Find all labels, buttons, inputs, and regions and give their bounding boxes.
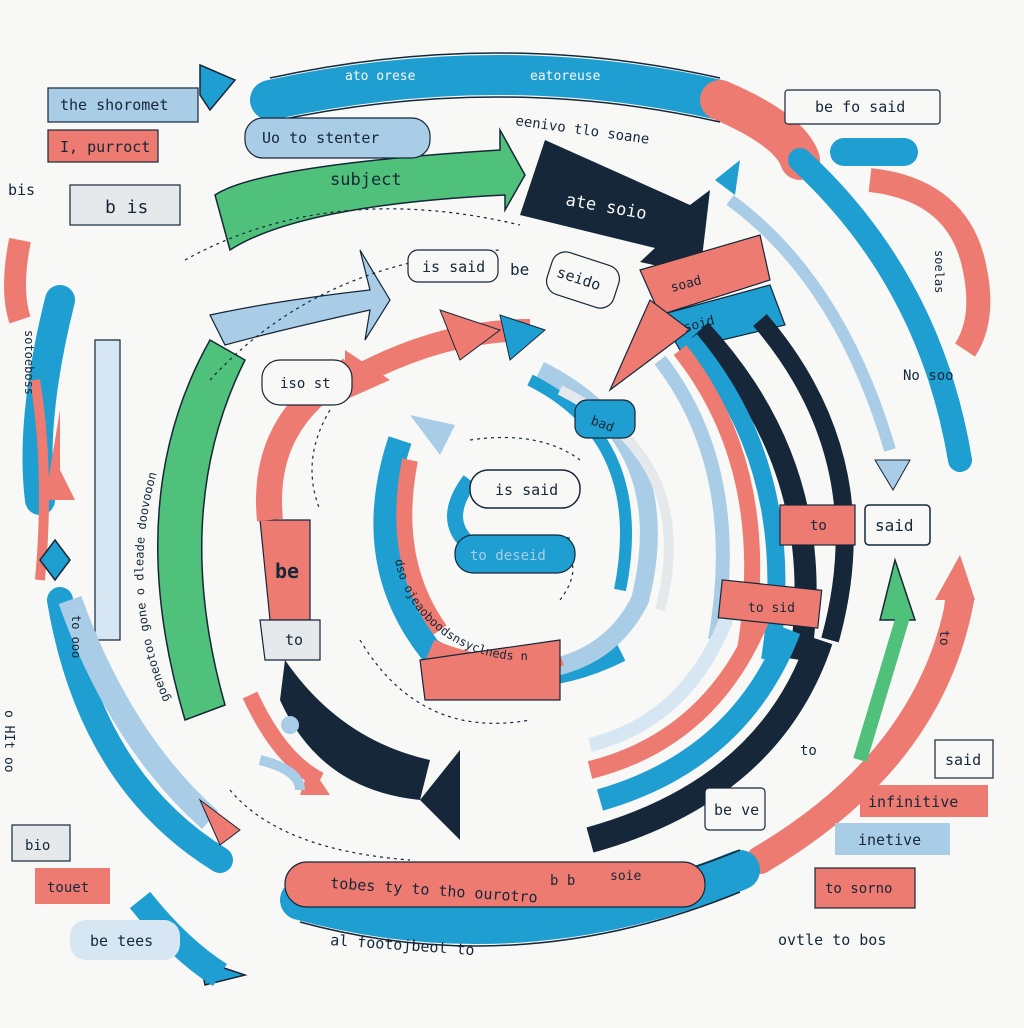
top-right-small-arrow xyxy=(715,160,740,195)
label-no-soo: No soo xyxy=(903,368,954,384)
label-to-sorno: to sorno xyxy=(825,881,892,897)
label-be-ve: be ve xyxy=(714,801,759,819)
navy-bottom-block xyxy=(280,660,430,800)
label-be-left-block: be xyxy=(275,559,299,583)
right-blue-pill xyxy=(830,138,918,166)
outer-arc-top-blue xyxy=(270,75,720,100)
label-ht-side: o HIt oo xyxy=(1,710,16,773)
label-bio-bottom: bio xyxy=(25,838,50,854)
label-ato-orese: ato orese xyxy=(345,69,416,84)
label-touet: touet xyxy=(47,880,89,896)
label-is-said-center: is said xyxy=(495,481,558,499)
center-arrowhead xyxy=(410,415,455,455)
label-to-right-tag: to xyxy=(810,518,827,534)
label-ovtle-to-bos: ovtle to bos xyxy=(778,931,886,949)
label-i-purroct: I, purroct xyxy=(60,138,150,156)
label-be-fo-said: be fo said xyxy=(815,98,905,116)
left-coral-blob xyxy=(15,240,20,320)
label-to-ooo: to ooo xyxy=(69,615,83,658)
label-inetive: inetive xyxy=(858,831,921,849)
label-to-left-block: to xyxy=(285,631,303,649)
inner-coral-top xyxy=(350,330,530,380)
label-the-shoromet: the shoromet xyxy=(60,96,168,114)
label-is-said-top: is said xyxy=(422,258,485,276)
label-to-right-small: to xyxy=(800,743,817,759)
left-pale-band xyxy=(95,340,120,640)
green-left-arc xyxy=(158,340,245,720)
right-lightblue-head xyxy=(875,460,910,490)
label-subject: subject xyxy=(330,170,402,190)
right-coral-arrow xyxy=(935,555,975,600)
label-said-bottom-right: said xyxy=(945,751,981,769)
label-soelas: soelas xyxy=(932,250,946,293)
label-be-tees: be tees xyxy=(90,932,153,950)
label-to-bottom-right: to xyxy=(936,630,951,646)
label-b-is: b is xyxy=(105,197,148,218)
label-eenivo-tlo-soane: eenivo tlo soane xyxy=(514,113,650,148)
label-to-deseid: to deseid xyxy=(470,548,546,564)
top-left-arrow xyxy=(200,65,235,110)
label-to-sid: to sid xyxy=(748,601,795,616)
label-infinitive: infinitive xyxy=(868,793,958,811)
label-said-right: said xyxy=(875,516,914,535)
label-be-mid: be xyxy=(510,260,529,279)
label-side-left: sotoeboss xyxy=(22,330,36,395)
label-bis-left: bis xyxy=(8,181,35,199)
small-dot xyxy=(281,716,299,734)
label-b-b: b b xyxy=(550,873,575,889)
label-eatoreuse: eatoreuse xyxy=(530,69,601,84)
label-iso-st: iso st xyxy=(280,376,331,392)
label-uo-to-stenter: Uo to stenter xyxy=(262,129,379,147)
lightblue-upper-arrow xyxy=(210,250,390,345)
label-soie: soie xyxy=(610,869,641,884)
